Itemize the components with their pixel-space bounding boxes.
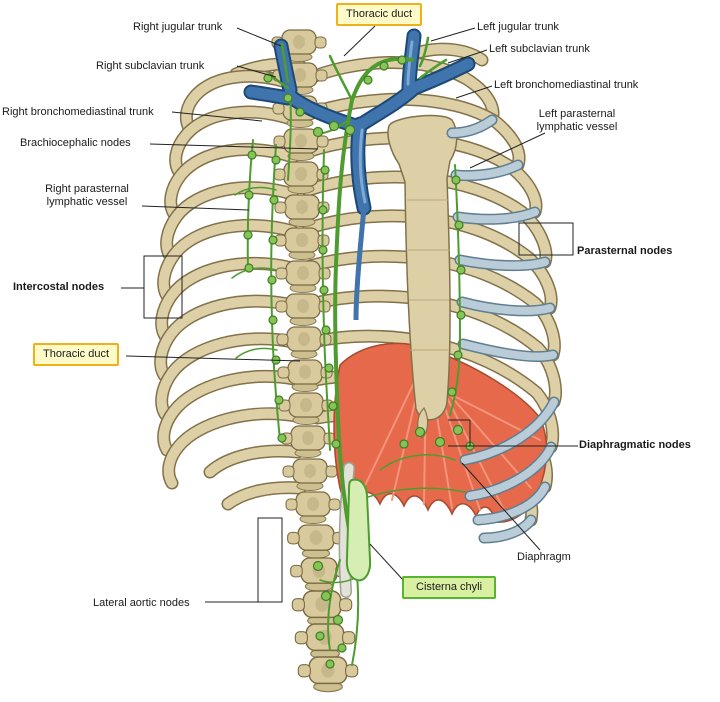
cisterna-chyli-sac [345,478,372,582]
label-diaphragm: Diaphragm [517,551,571,563]
lymph-nodes [243,55,475,669]
label-brachiocephalic-nodes: Brachiocephalic nodes [20,137,131,149]
label-diaphragmatic-nodes: Diaphragmatic nodes [579,439,691,451]
label-right-subclavian-trunk: Right subclavian trunk [96,60,205,72]
label-parasternal-nodes: Parasternal nodes [577,245,673,257]
label-right-parasternal-lymphatic-vessel: Right parasternal lymphatic vessel [45,183,129,209]
label-right-jugular-trunk: Right jugular trunk [133,21,223,33]
sternum [387,114,458,439]
diaphragm-muscle [333,342,548,523]
lymphatic-vessels [231,36,466,666]
aorta [338,462,355,598]
label-thoracic-duct-top: Thoracic duct [336,3,423,27]
label-left-parasternal-lymphatic-vessel: Left parasternal lymphatic vessel [536,108,618,134]
label-left-subclavian-trunk: Left subclavian trunk [489,43,590,55]
leader-lines [121,25,578,603]
azygos-vein [353,207,367,321]
label-cisterna-chyli: Cisterna chyli [402,576,497,600]
label-left-jugular-trunk: Left jugular trunk [477,21,559,33]
label-right-bronchomediastinal-trunk: Right bronchomediastinal trunk [2,106,154,118]
label-intercostal-nodes: Intercostal nodes [13,281,105,293]
thoracic-duct-vessel [333,56,414,568]
label-lateral-aortic-nodes: Lateral aortic nodes [93,597,190,609]
label-thoracic-duct-left: Thoracic duct [33,343,120,367]
label-left-bronchomediastinal-trunk: Left bronchomediastinal trunk [494,79,639,91]
